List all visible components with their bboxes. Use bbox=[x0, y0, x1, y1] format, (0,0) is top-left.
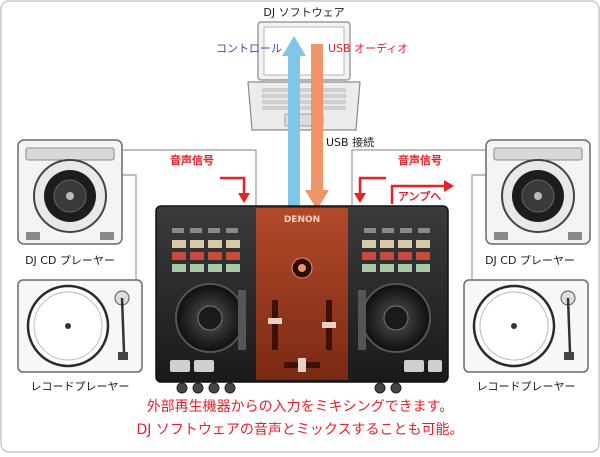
control-arrow bbox=[282, 36, 306, 210]
caption-line-1: 外部再生機器からの入力をミキシングできます。 bbox=[147, 399, 454, 415]
front-knobs bbox=[176, 382, 402, 394]
usb-connection-label: USB 接続 bbox=[326, 135, 374, 149]
deck-right bbox=[358, 228, 442, 372]
cd-player-left-label: DJ CD プレーヤー bbox=[25, 254, 115, 267]
cd-player-right-label: DJ CD プレーヤー bbox=[485, 254, 575, 267]
signal-arrows bbox=[220, 176, 446, 204]
record-player-left-label: レコードプレーヤー bbox=[31, 380, 130, 393]
dj-controller: DENON bbox=[155, 205, 449, 383]
control-label: コントロール bbox=[216, 42, 282, 55]
software-label: DJ ソフトウェア bbox=[263, 6, 344, 19]
amp-label: アンプへ bbox=[398, 189, 441, 203]
cd-player-left bbox=[17, 139, 123, 245]
usb-audio-arrow bbox=[305, 44, 329, 210]
caption-line-2: DJ ソフトウェアの音声とミックスすることも可能。 bbox=[137, 421, 464, 438]
deck-left bbox=[170, 228, 246, 372]
record-player-right bbox=[463, 279, 589, 373]
audio-signal-left-label: 音声信号 bbox=[170, 153, 214, 167]
usb-audio-label: USB オーディオ bbox=[328, 41, 408, 55]
record-player-left bbox=[17, 279, 143, 373]
record-player-right-label: レコードプレーヤー bbox=[477, 380, 576, 393]
cd-player-right bbox=[485, 139, 591, 245]
brand-label: DENON bbox=[284, 215, 320, 225]
audio-signal-right-label: 音声信号 bbox=[398, 153, 442, 167]
signal-arrowheads bbox=[238, 180, 454, 203]
laptop-icon bbox=[247, 21, 361, 131]
